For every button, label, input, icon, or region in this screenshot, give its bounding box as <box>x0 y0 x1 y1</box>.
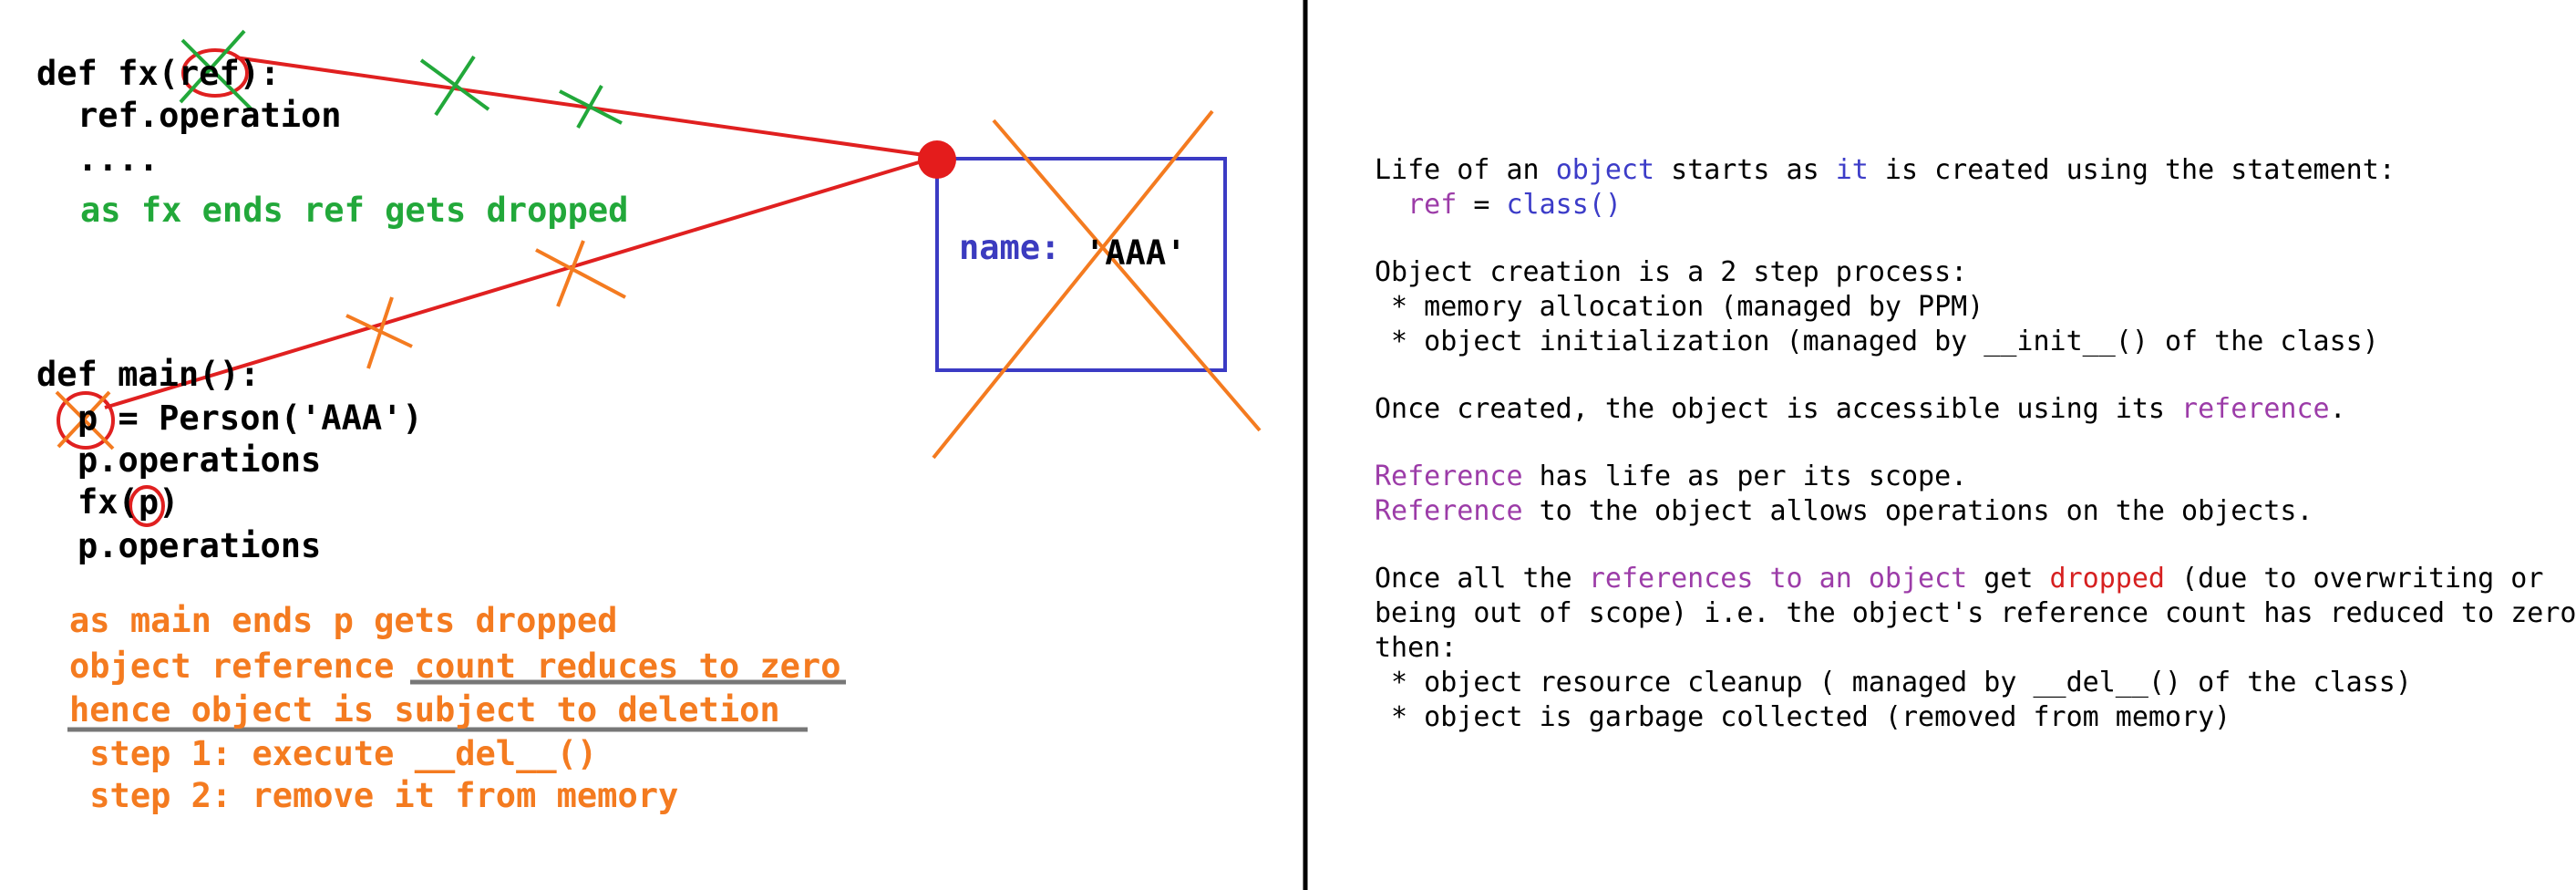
green-cross-ref <box>179 29 253 111</box>
text-seg: is created using the statement: <box>1868 154 2396 186</box>
ref-circle-fx <box>181 48 249 98</box>
text-seg: Once created, the object is accessible u… <box>1375 393 2182 425</box>
text-line-cleanup: * object resource cleanup ( managed by _… <box>1375 667 2412 699</box>
text-seg: Life of an <box>1375 154 1556 186</box>
note-line-2: object reference count reduces to zero <box>69 647 841 686</box>
keyword-reference: Reference <box>1375 495 1523 527</box>
keyword-it: it <box>1835 154 1869 186</box>
text-line-accessible: Once created, the object is accessible u… <box>1375 392 2576 427</box>
keyword-object: object <box>1555 154 1655 186</box>
text-line-operations: Reference to the object allows operation… <box>1375 494 2576 529</box>
text-seg <box>1375 189 1407 221</box>
keyword-reference: reference <box>2181 393 2330 425</box>
green-cross-line-1 <box>419 55 490 117</box>
keyword-ref: ref <box>1407 189 1458 221</box>
orange-cross-object <box>932 109 1262 460</box>
explanation-panel: Life of an object starts as it is create… <box>1375 153 2576 735</box>
orange-cross-line-2 <box>535 240 626 307</box>
ref-line-main <box>104 155 938 409</box>
text-seg: = <box>1457 189 1507 221</box>
object-box <box>935 157 1227 372</box>
orange-cross-line-1 <box>345 296 413 369</box>
main-ops-line-2: p.operations <box>77 526 322 565</box>
green-cross-line-2 <box>559 85 623 129</box>
text-line-allocation: * memory allocation (managed by PPM) <box>1375 291 1984 323</box>
text-seg: . <box>2329 393 2346 425</box>
fx-def-line: def fx(ref): <box>36 54 281 93</box>
main-ops-line-1: p.operations <box>77 440 322 480</box>
keyword-class-call: class() <box>1506 189 1622 221</box>
text-line-creation: Object creation is a 2 step process: <box>1375 256 1968 288</box>
text-seg: starts as <box>1654 154 1836 186</box>
ref-circle-p <box>57 391 115 450</box>
fx-comment: as fx ends ref gets dropped <box>80 191 629 230</box>
object-field-label: name: <box>959 228 1061 267</box>
main-def-line: def main(): <box>36 355 261 394</box>
keyword-dropped: dropped <box>2049 563 2165 595</box>
text-line-statement: ref = class() <box>1375 188 2576 222</box>
keyword-references: references to an object <box>1588 563 1968 595</box>
text-line-then: then: <box>1375 632 1458 664</box>
text-line-refcount: being out of scope) i.e. the object's re… <box>1375 597 2576 629</box>
note-line-4: step 1: execute __del__() <box>69 734 598 773</box>
text-line-scope: Reference has life as per its scope. <box>1375 460 2576 494</box>
orange-cross-p <box>55 390 115 450</box>
text-line-object-life: Life of an object starts as it is create… <box>1375 153 2576 188</box>
fx-body-line: ref.operation <box>77 96 342 135</box>
text-seg: Once all the <box>1375 563 1589 595</box>
ref-circle-fx-arg <box>129 485 165 527</box>
ref-line-fx <box>234 56 938 159</box>
text-seg: has life as per its scope. <box>1522 461 1968 492</box>
main-fx-call-line: fx(p) <box>77 482 180 522</box>
note-line-5: step 2: remove it from memory <box>69 776 679 815</box>
text-seg: get <box>1967 563 2050 595</box>
object-field-value: 'AAA' <box>1085 233 1187 273</box>
main-assign-line: p = Person('AAA') <box>77 398 423 438</box>
text-line-initialization: * object initialization (managed by __in… <box>1375 326 2379 357</box>
text-seg: to the object allows operations on the o… <box>1522 495 2313 527</box>
text-line-dropped: Once all the references to an object get… <box>1375 562 2576 596</box>
text-seg: (due to overwriting or <box>2164 563 2544 595</box>
keyword-reference: Reference <box>1375 461 1523 492</box>
note-line-3: hence object is subject to deletion <box>69 690 780 730</box>
fx-ellipsis-line: .... <box>77 140 160 179</box>
reference-dot <box>918 140 956 179</box>
text-line-gc: * object is garbage collected (removed f… <box>1375 701 2231 733</box>
note-line-1: as main ends p gets dropped <box>69 601 618 640</box>
